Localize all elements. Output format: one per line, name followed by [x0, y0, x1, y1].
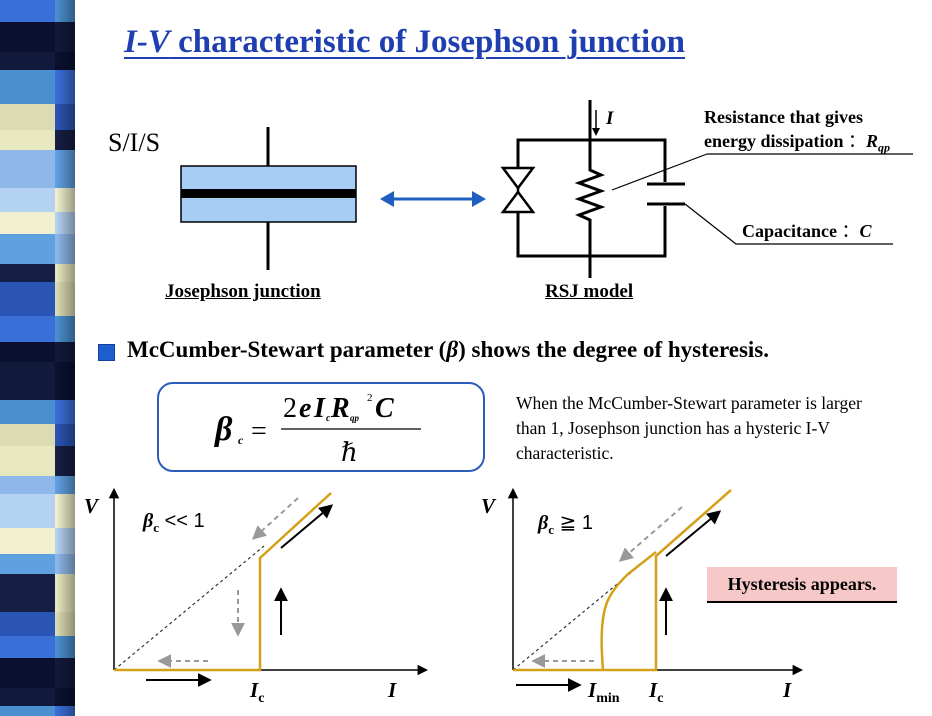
- iv-graph-high-beta: [507, 487, 804, 692]
- page-title: I-V characteristic of Josephson junction: [124, 24, 685, 60]
- formula-beta-sub: c: [238, 433, 244, 447]
- left-ic-label: Ic: [250, 678, 265, 707]
- equivalence-arrow: [380, 191, 486, 207]
- ohmic-line: [512, 551, 657, 671]
- right-x-label: I: [783, 678, 792, 702]
- josephson-junction-label: Josephson junction: [165, 281, 321, 302]
- sweep-up-arrow-3: [280, 504, 334, 549]
- left-x-label: I: [388, 678, 397, 702]
- bullet-square: [98, 344, 115, 361]
- formula-i-sub: c: [326, 413, 331, 424]
- hysteresis-note: Hysteresis appears.: [707, 567, 897, 603]
- sweep-down-arrow-1: [251, 497, 299, 540]
- sweep-up-arrow-3: [665, 510, 722, 557]
- formula-r-sub: qp: [350, 413, 360, 423]
- right-beta-condition: βc ≧ 1: [538, 512, 594, 537]
- left-y-label: V: [84, 494, 99, 518]
- current-label: I: [606, 108, 614, 129]
- resistance-note: Resistance that gives energy dissipation…: [704, 105, 890, 160]
- formula-beta: β: [213, 411, 233, 448]
- rsj-model-label: RSJ model: [545, 281, 634, 302]
- formula-equals: =: [251, 416, 267, 447]
- mccumber-formula: β c = 2 e I c R qp 2 C ℏ: [213, 392, 421, 468]
- capacitance-note: Capacitance ：C: [742, 221, 872, 241]
- formula-i: I: [313, 393, 326, 424]
- formula-e: e: [299, 393, 311, 424]
- formula-r: R: [330, 393, 350, 424]
- bullet-text: McCumber-Stewart parameter (β) shows the…: [127, 337, 770, 362]
- iv-curve-up: [513, 489, 732, 672]
- resistance-note-line1: Resistance that gives: [704, 107, 863, 127]
- formula-r-sup: 2: [367, 392, 373, 404]
- formula-c: C: [375, 393, 394, 424]
- formula-box: β c = 2 e I c R qp 2 C ℏ: [157, 382, 485, 472]
- resistance-note-line2: energy dissipation ：Rqp: [704, 131, 891, 155]
- ohmic-line: [113, 545, 265, 671]
- right-ic-label: Ic: [649, 678, 664, 707]
- iv-curve-return: [600, 551, 657, 671]
- josephson-junction-diagram: [180, 127, 357, 270]
- decorative-stripe: [0, 0, 75, 716]
- explanation-text: When the McCumber-Stewart parameter is l…: [516, 393, 862, 463]
- left-beta-condition: βc << 1: [143, 510, 205, 535]
- right-imin-label: Imin: [588, 678, 620, 707]
- iv-graph-low-beta: [108, 487, 429, 687]
- iv-curve: [114, 492, 332, 672]
- right-y-label: V: [481, 494, 496, 518]
- rsj-circuit: [500, 100, 913, 278]
- sis-label: S/I/S: [108, 128, 161, 157]
- formula-two: 2: [283, 393, 297, 424]
- formula-hbar: ℏ: [341, 438, 358, 468]
- sweep-down-arrow-1: [618, 506, 683, 562]
